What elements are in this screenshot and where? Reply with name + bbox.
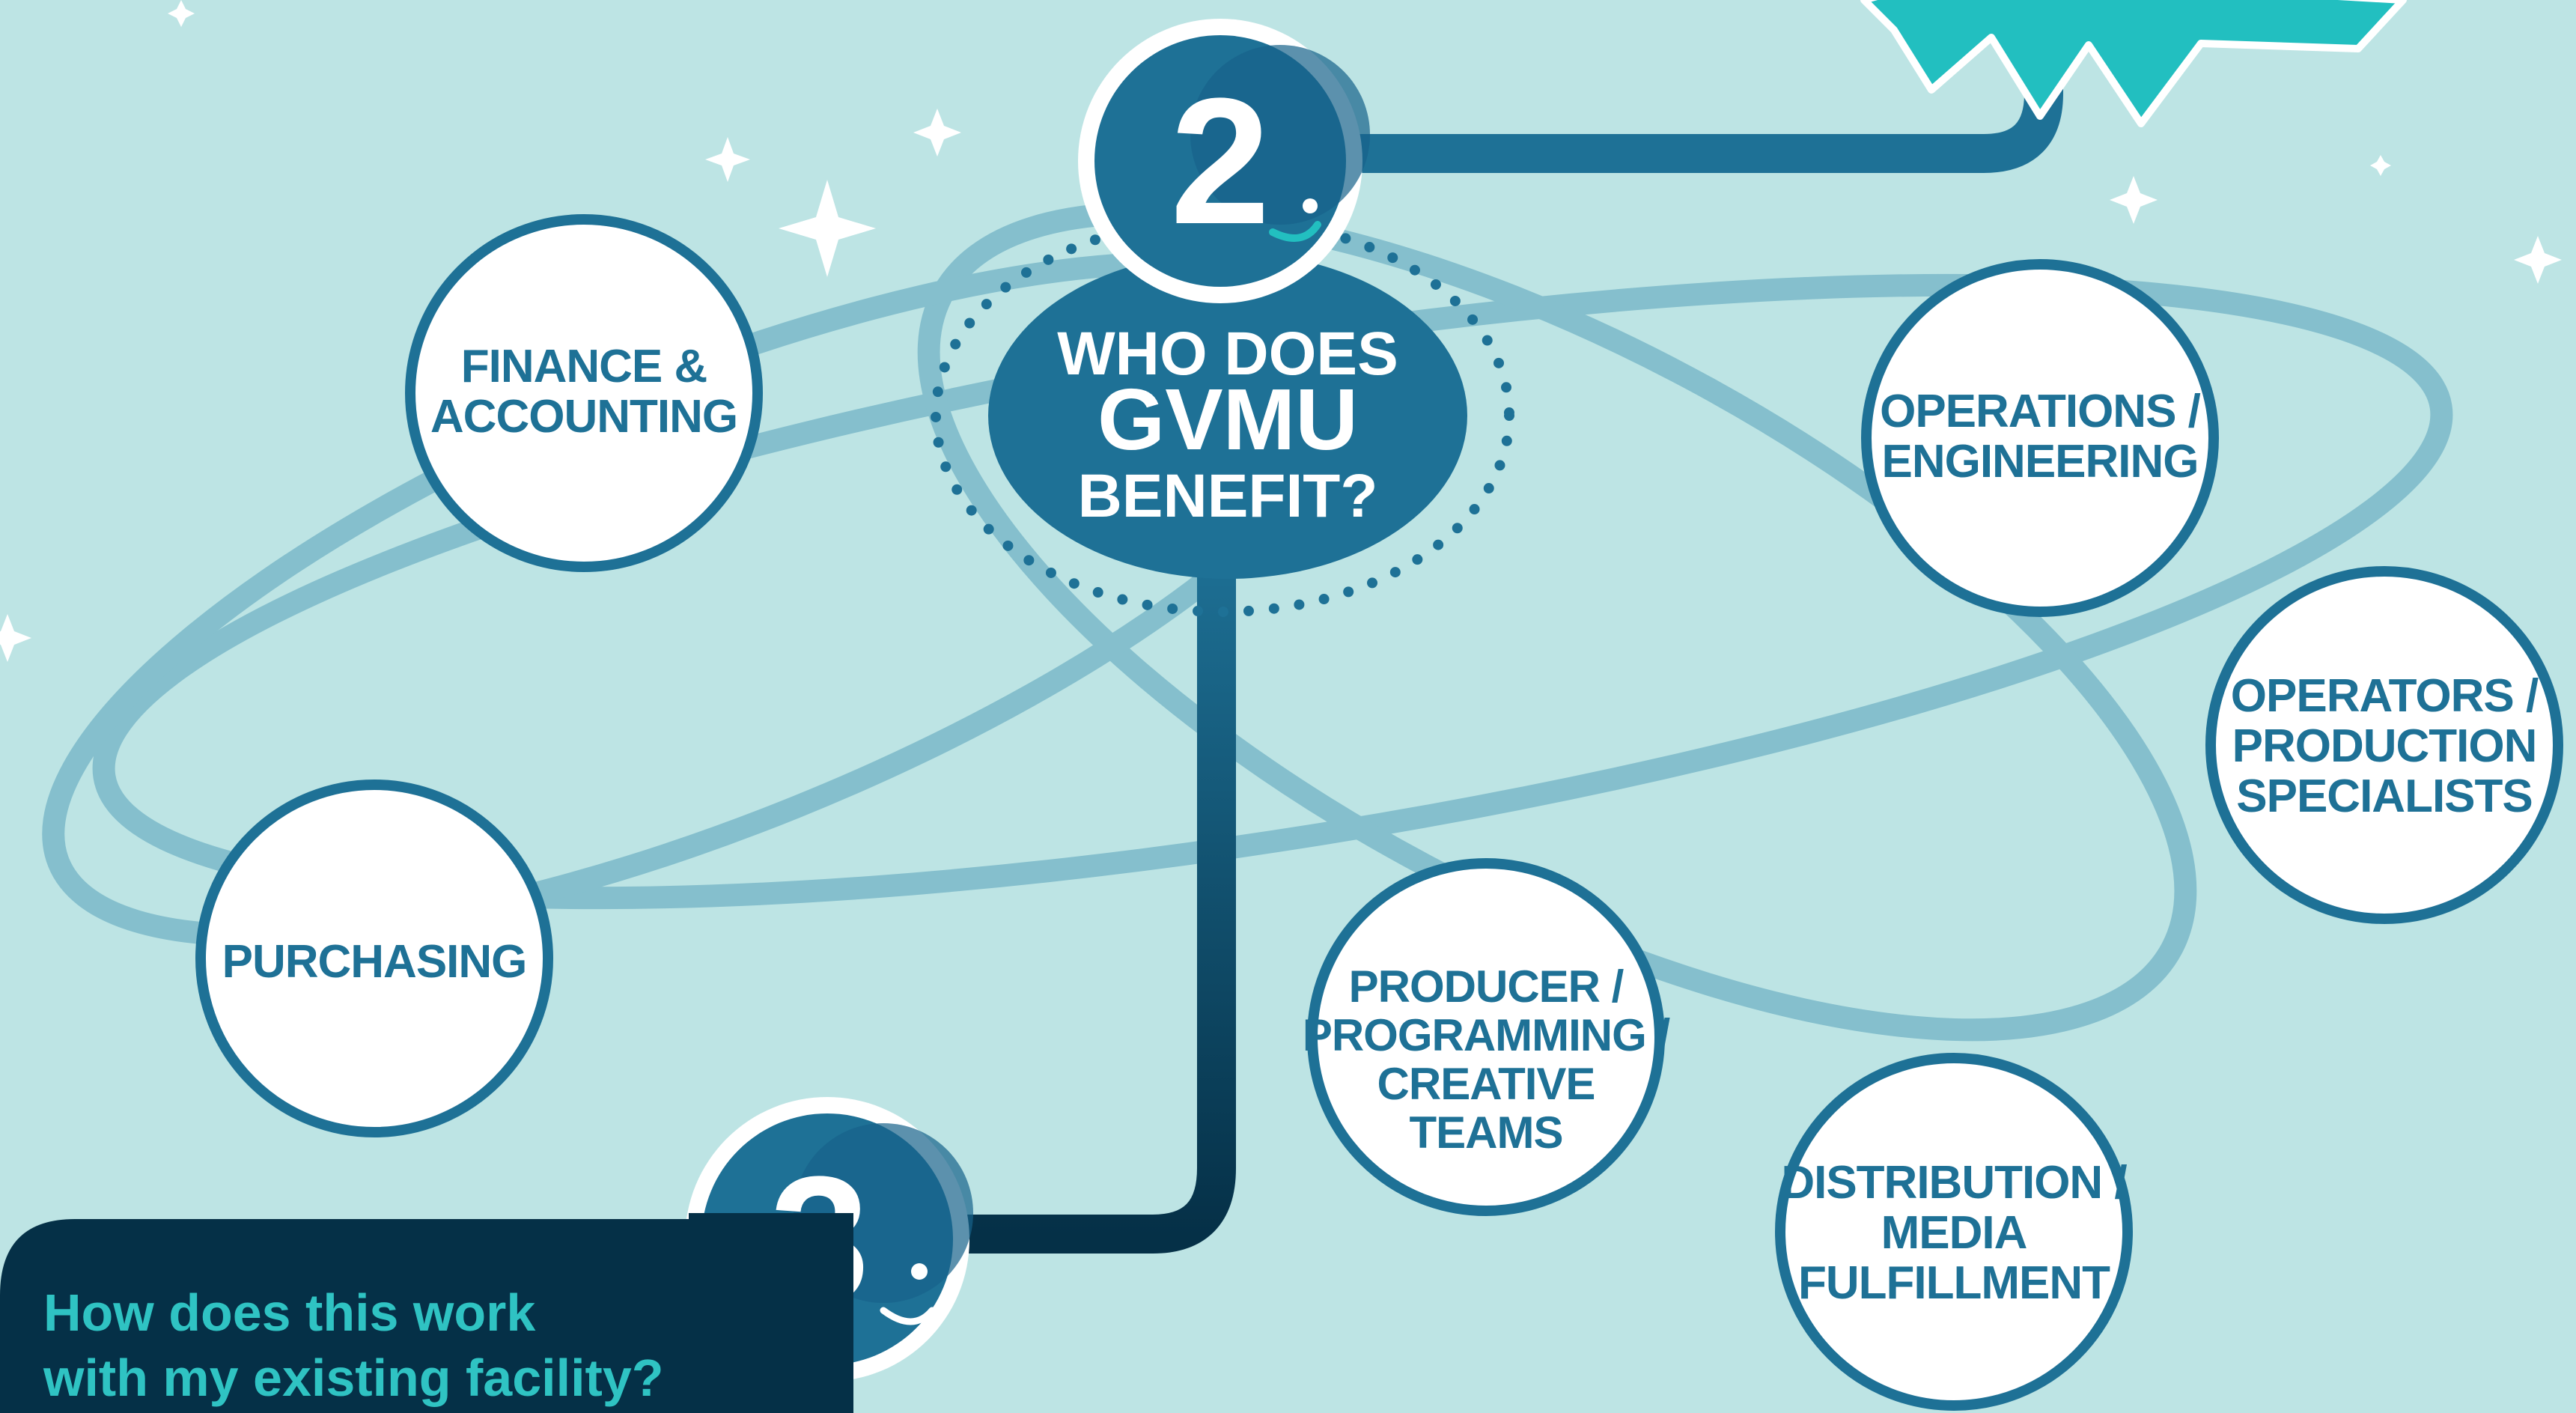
step-2-planet-shade — [1190, 45, 1370, 225]
node-producer-line-4: TEAMS — [1410, 1107, 1563, 1158]
node-producer-line-1: PRODUCER / — [1349, 961, 1625, 1012]
step-2-arc — [1269, 221, 1321, 242]
hub-line-3: BENEFIT? — [1078, 462, 1378, 530]
connector-hub-to-step3 — [898, 539, 1236, 1254]
sparkle-icon — [705, 137, 750, 182]
step-2-dot — [1303, 198, 1318, 213]
step-2-number: 2 — [1170, 61, 1270, 261]
node-operations-line-1: OPERATIONS / — [1880, 386, 2201, 437]
hub[interactable]: WHO DOES GVMU BENEFIT? — [988, 252, 1467, 579]
sparkle-icon — [779, 180, 876, 277]
sparkle-icon — [2370, 155, 2391, 176]
node-finance-line-1: FINANCE & — [461, 341, 707, 392]
hub-line-1: WHO DOES — [1057, 320, 1398, 388]
sparkles — [0, 0, 2562, 662]
node-producer-circle — [1307, 858, 1665, 1216]
node-distribution-line-2: MEDIA — [1881, 1207, 2027, 1259]
starburst-icon — [1860, 0, 2407, 127]
sparkle-icon — [2514, 236, 2562, 284]
node-operators-circle — [2205, 566, 2563, 924]
node-finance-circle — [405, 214, 763, 572]
node-producer-line-2: PROGRAMMING / — [1303, 1010, 1671, 1060]
callout-background — [0, 1213, 853, 1413]
node-operators-line-3: SPECIALISTS — [2236, 771, 2533, 822]
hub-ellipse — [988, 252, 1467, 579]
node-operations-line-2: ENGINEERING — [1881, 436, 2198, 487]
sparkle-icon — [2110, 176, 2158, 224]
node-operations-circle — [1861, 259, 2219, 617]
node-distribution-line-1: DISTRIBUTION / — [1781, 1157, 2127, 1209]
hub-line-2: GVMU — [1097, 371, 1358, 468]
node-producer-line-3: CREATIVE — [1377, 1059, 1595, 1109]
sparkle-icon — [913, 109, 961, 157]
callout-line-1: How does this work — [43, 1283, 535, 1342]
callout-line-2: with my existing facility? — [43, 1349, 664, 1407]
step-2-badge[interactable]: 2 — [1078, 19, 1370, 303]
node-finance[interactable]: FINANCE & ACCOUNTING — [405, 214, 763, 572]
node-purchasing[interactable]: PURCHASING — [195, 780, 553, 1137]
sparkle-icon — [168, 0, 195, 27]
node-finance-line-2: ACCOUNTING — [430, 391, 737, 443]
node-operators[interactable]: OPERATORS / PRODUCTION SPECIALISTS — [2205, 566, 2563, 924]
node-operations[interactable]: OPERATIONS / ENGINEERING — [1861, 259, 2219, 617]
node-distribution-circle — [1775, 1053, 2133, 1411]
node-distribution[interactable]: DISTRIBUTION / MEDIA FULFILLMENT — [1775, 1053, 2133, 1411]
node-distribution-line-3: FULFILLMENT — [1798, 1257, 2110, 1309]
step-3-arc — [880, 1307, 936, 1325]
node-operators-line-1: OPERATORS / — [2231, 670, 2539, 722]
node-producer[interactable]: PRODUCER / PROGRAMMING / CREATIVE TEAMS — [1303, 858, 1671, 1216]
callout-box[interactable]: How does this work with my existing faci… — [0, 1213, 853, 1413]
node-operators-line-2: PRODUCTION — [2232, 720, 2537, 772]
step-3-dot — [911, 1263, 928, 1280]
node-purchasing-line-1: PURCHASING — [222, 936, 527, 988]
node-purchasing-circle — [195, 780, 553, 1137]
sparkle-icon — [0, 614, 31, 662]
